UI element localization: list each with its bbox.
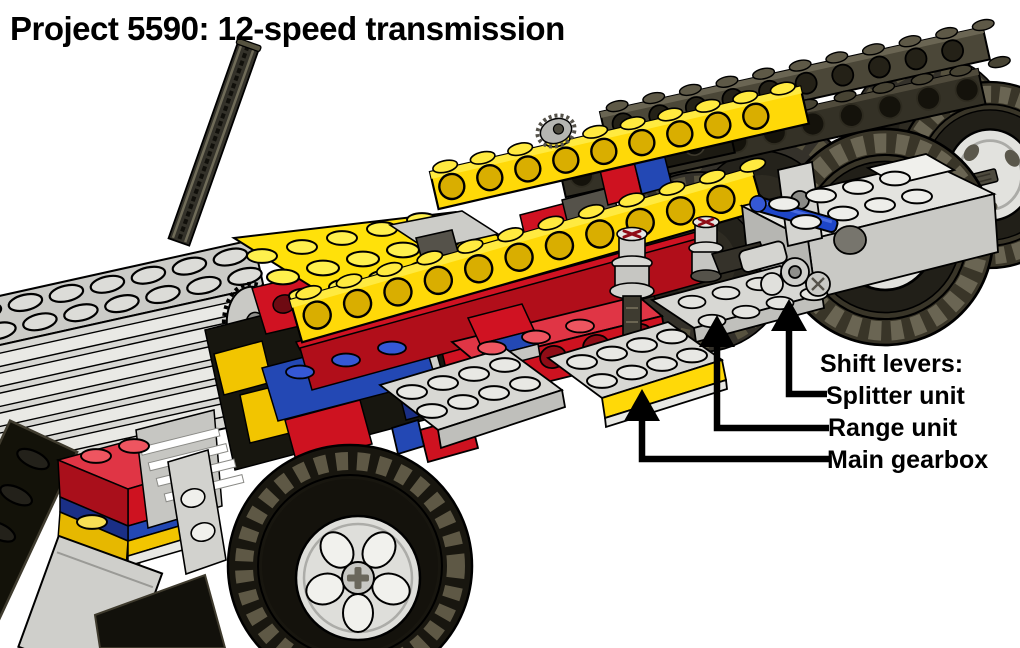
shift-levers-heading: Shift levers: [820, 350, 963, 378]
front-wheel [226, 443, 474, 648]
frame-rail-left [0, 419, 79, 648]
main-arrowhead-icon [624, 389, 660, 421]
annotation-arrows [624, 299, 829, 463]
label-main-gearbox: Main gearbox [827, 446, 988, 474]
splitter-arrow [785, 327, 827, 398]
front-hub [294, 514, 422, 642]
yellow-beam-upper [428, 79, 811, 211]
splitter-arrowhead-icon [771, 299, 807, 331]
bottom-shadow-plate [93, 573, 227, 648]
gear-shift-stick [167, 37, 262, 247]
range-arrow [713, 343, 829, 432]
range-arrowhead-icon [699, 315, 735, 347]
axle-cross-icon [347, 567, 369, 589]
shift-lever-splitter [738, 240, 831, 297]
label-range-unit: Range unit [828, 414, 958, 442]
main-arrow [638, 417, 829, 463]
shift-lever-main [609, 226, 655, 385]
page-title: Project 5590: 12-speed transmission [10, 10, 565, 47]
holed-side-strip [167, 448, 227, 576]
yellow-beam-lower [288, 155, 768, 344]
bevel-gear-icon [535, 113, 577, 149]
label-splitter-unit: Splitter unit [826, 382, 966, 410]
